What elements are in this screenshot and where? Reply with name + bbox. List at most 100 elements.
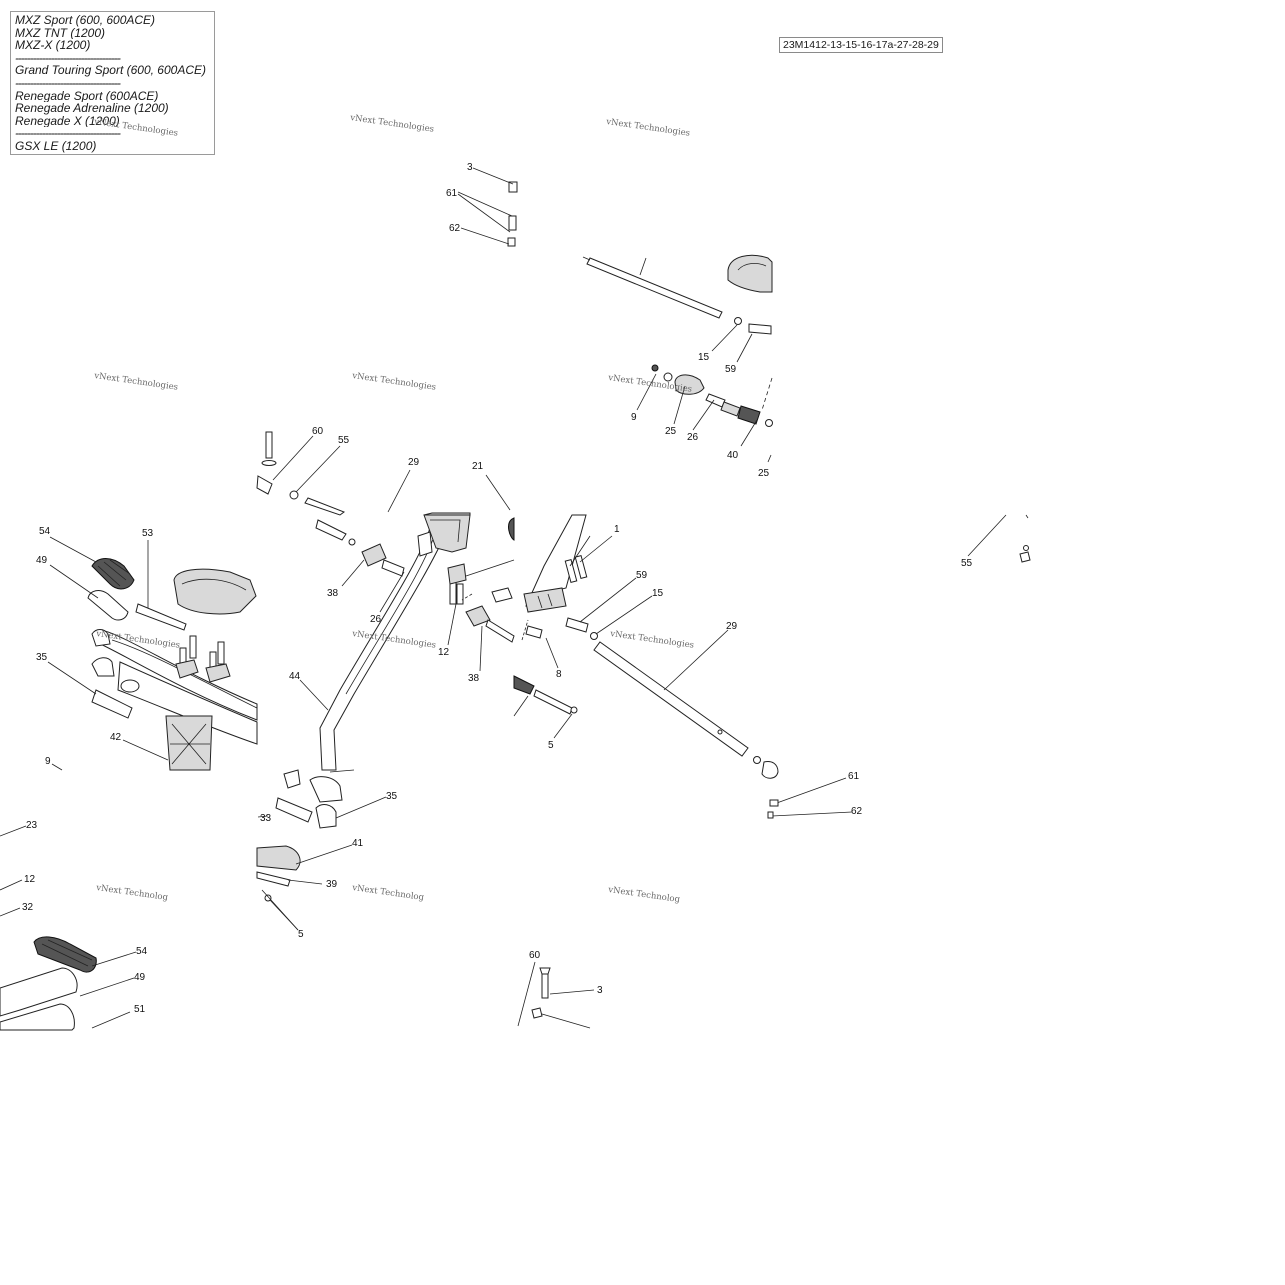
link-part: [256, 475, 273, 495]
handlebar-part: [95, 629, 258, 721]
part-label: 25: [665, 426, 677, 437]
spacer-part: [525, 625, 543, 639]
part-label: 38: [468, 673, 480, 684]
model-line: Renegade Adrenaline (1200): [15, 102, 169, 115]
part-label: 42: [110, 732, 122, 743]
part-label: 32: [22, 902, 34, 913]
rod-end-part: [565, 617, 589, 633]
nut-part: [1019, 551, 1031, 563]
rod-part: [586, 257, 723, 319]
part-number-labels: 3 61 62 15 59 9 25 26 40 25 60 55 29 21 …: [22, 162, 973, 1015]
part-label: 53: [142, 528, 154, 539]
end-tube-part: [91, 689, 133, 719]
grip-part: [91, 558, 135, 590]
clip-part: [417, 531, 433, 557]
part-label: 38: [327, 588, 339, 599]
watermark-text: vNext Technologies: [351, 629, 437, 651]
model-line: MXZ TNT (1200): [15, 26, 106, 40]
watermarks: vNext Technologies vNext Technologies vN…: [93, 113, 695, 905]
clamp-part: [737, 405, 761, 425]
end-tube-part: [275, 797, 313, 823]
diagram-reference-code: 23M1412-13-15-16-17a-27-28-29: [779, 37, 943, 53]
part-label: 21: [472, 461, 484, 472]
part-label: 59: [636, 570, 648, 581]
rod-part: [593, 641, 749, 757]
part-label: 33: [260, 813, 272, 824]
model-separator: -----------------------------------: [15, 76, 121, 90]
handlebar-pad-part: [173, 568, 257, 615]
nut-part: [734, 317, 742, 325]
bolt-part: [574, 554, 588, 580]
bracket-part: [523, 587, 567, 613]
nut-part: [507, 237, 516, 247]
tile-lower-left: [0, 825, 137, 1031]
part-label: 12: [438, 647, 450, 658]
end-cap-part: [91, 629, 111, 647]
part-label: 3: [597, 985, 603, 996]
part-label: 26: [687, 432, 699, 443]
model-line: Renegade Sport (600ACE): [15, 89, 159, 103]
part-label: 29: [726, 621, 738, 632]
rod-end-part: [381, 559, 405, 577]
nut-part: [289, 490, 299, 500]
bolt-part: [564, 558, 578, 584]
tie-rod-end-part: [513, 675, 535, 695]
watermark-text: vNext Technologies: [609, 629, 695, 651]
part-label: 40: [727, 450, 739, 461]
part-label: 51: [134, 1004, 146, 1015]
riser-part: [165, 715, 213, 771]
handlebar-part: [117, 661, 258, 745]
watermark-text: vNext Technolog: [607, 885, 682, 905]
strap-part: [135, 603, 187, 631]
model-line: GSX LE (1200): [15, 139, 97, 153]
part-label: 60: [529, 950, 541, 961]
part-label: 15: [698, 352, 710, 363]
tile-lower-bottom: [517, 961, 595, 1029]
bolt-part: [508, 215, 517, 231]
grip-part: [33, 936, 97, 973]
washer-part: [261, 460, 277, 466]
bolt-part: [456, 583, 464, 605]
nut-part: [348, 538, 356, 546]
part-label: 23: [26, 820, 38, 831]
model-line: Renegade X (1200): [15, 114, 120, 128]
nut-part: [531, 1007, 543, 1019]
tile-upper-middle: [256, 431, 511, 516]
watermark-text: vNext Technolog: [351, 883, 426, 903]
rod-part: [304, 497, 346, 516]
sleeve-part: [705, 393, 726, 408]
part-label: 5: [298, 929, 304, 940]
clamp-part: [175, 659, 199, 679]
plug-part: [120, 679, 140, 693]
watermark-text: vNext Technologies: [349, 113, 435, 135]
tile-far-right: [967, 514, 1031, 563]
watermark-text: vNext Technologies: [93, 371, 179, 393]
nut-part: [590, 632, 598, 640]
clamp-part: [205, 663, 231, 683]
watermark-text: vNext Technologies: [605, 117, 691, 139]
end-cap-part: [91, 657, 115, 677]
part-label: 54: [136, 946, 148, 957]
rod-part: [533, 689, 573, 715]
part-label: 9: [631, 412, 637, 423]
rod-part: [315, 519, 347, 541]
part-label: 55: [338, 435, 350, 446]
part-label: 9: [45, 756, 51, 767]
part-label: 49: [134, 972, 146, 983]
link-part: [465, 605, 491, 627]
part-label: 49: [36, 555, 48, 566]
part-label: 5: [548, 740, 554, 751]
bracket-part: [674, 374, 705, 395]
watermark-text: vNext Technologies: [351, 371, 437, 393]
model-line: MXZ Sport (600, 600ACE): [15, 14, 156, 27]
part-label: 59: [725, 364, 737, 375]
bolt-part: [541, 971, 549, 999]
model-applicability-box: MXZ Sport (600, 600ACE) MXZ TNT (1200) M…: [10, 11, 215, 155]
plate-part: [256, 871, 291, 887]
bracket-part: [423, 514, 471, 553]
block-part: [491, 587, 513, 603]
steering-column-part: [319, 527, 447, 771]
watermark-text: vNext Technolog: [95, 883, 170, 903]
part-label: 12: [24, 874, 36, 885]
